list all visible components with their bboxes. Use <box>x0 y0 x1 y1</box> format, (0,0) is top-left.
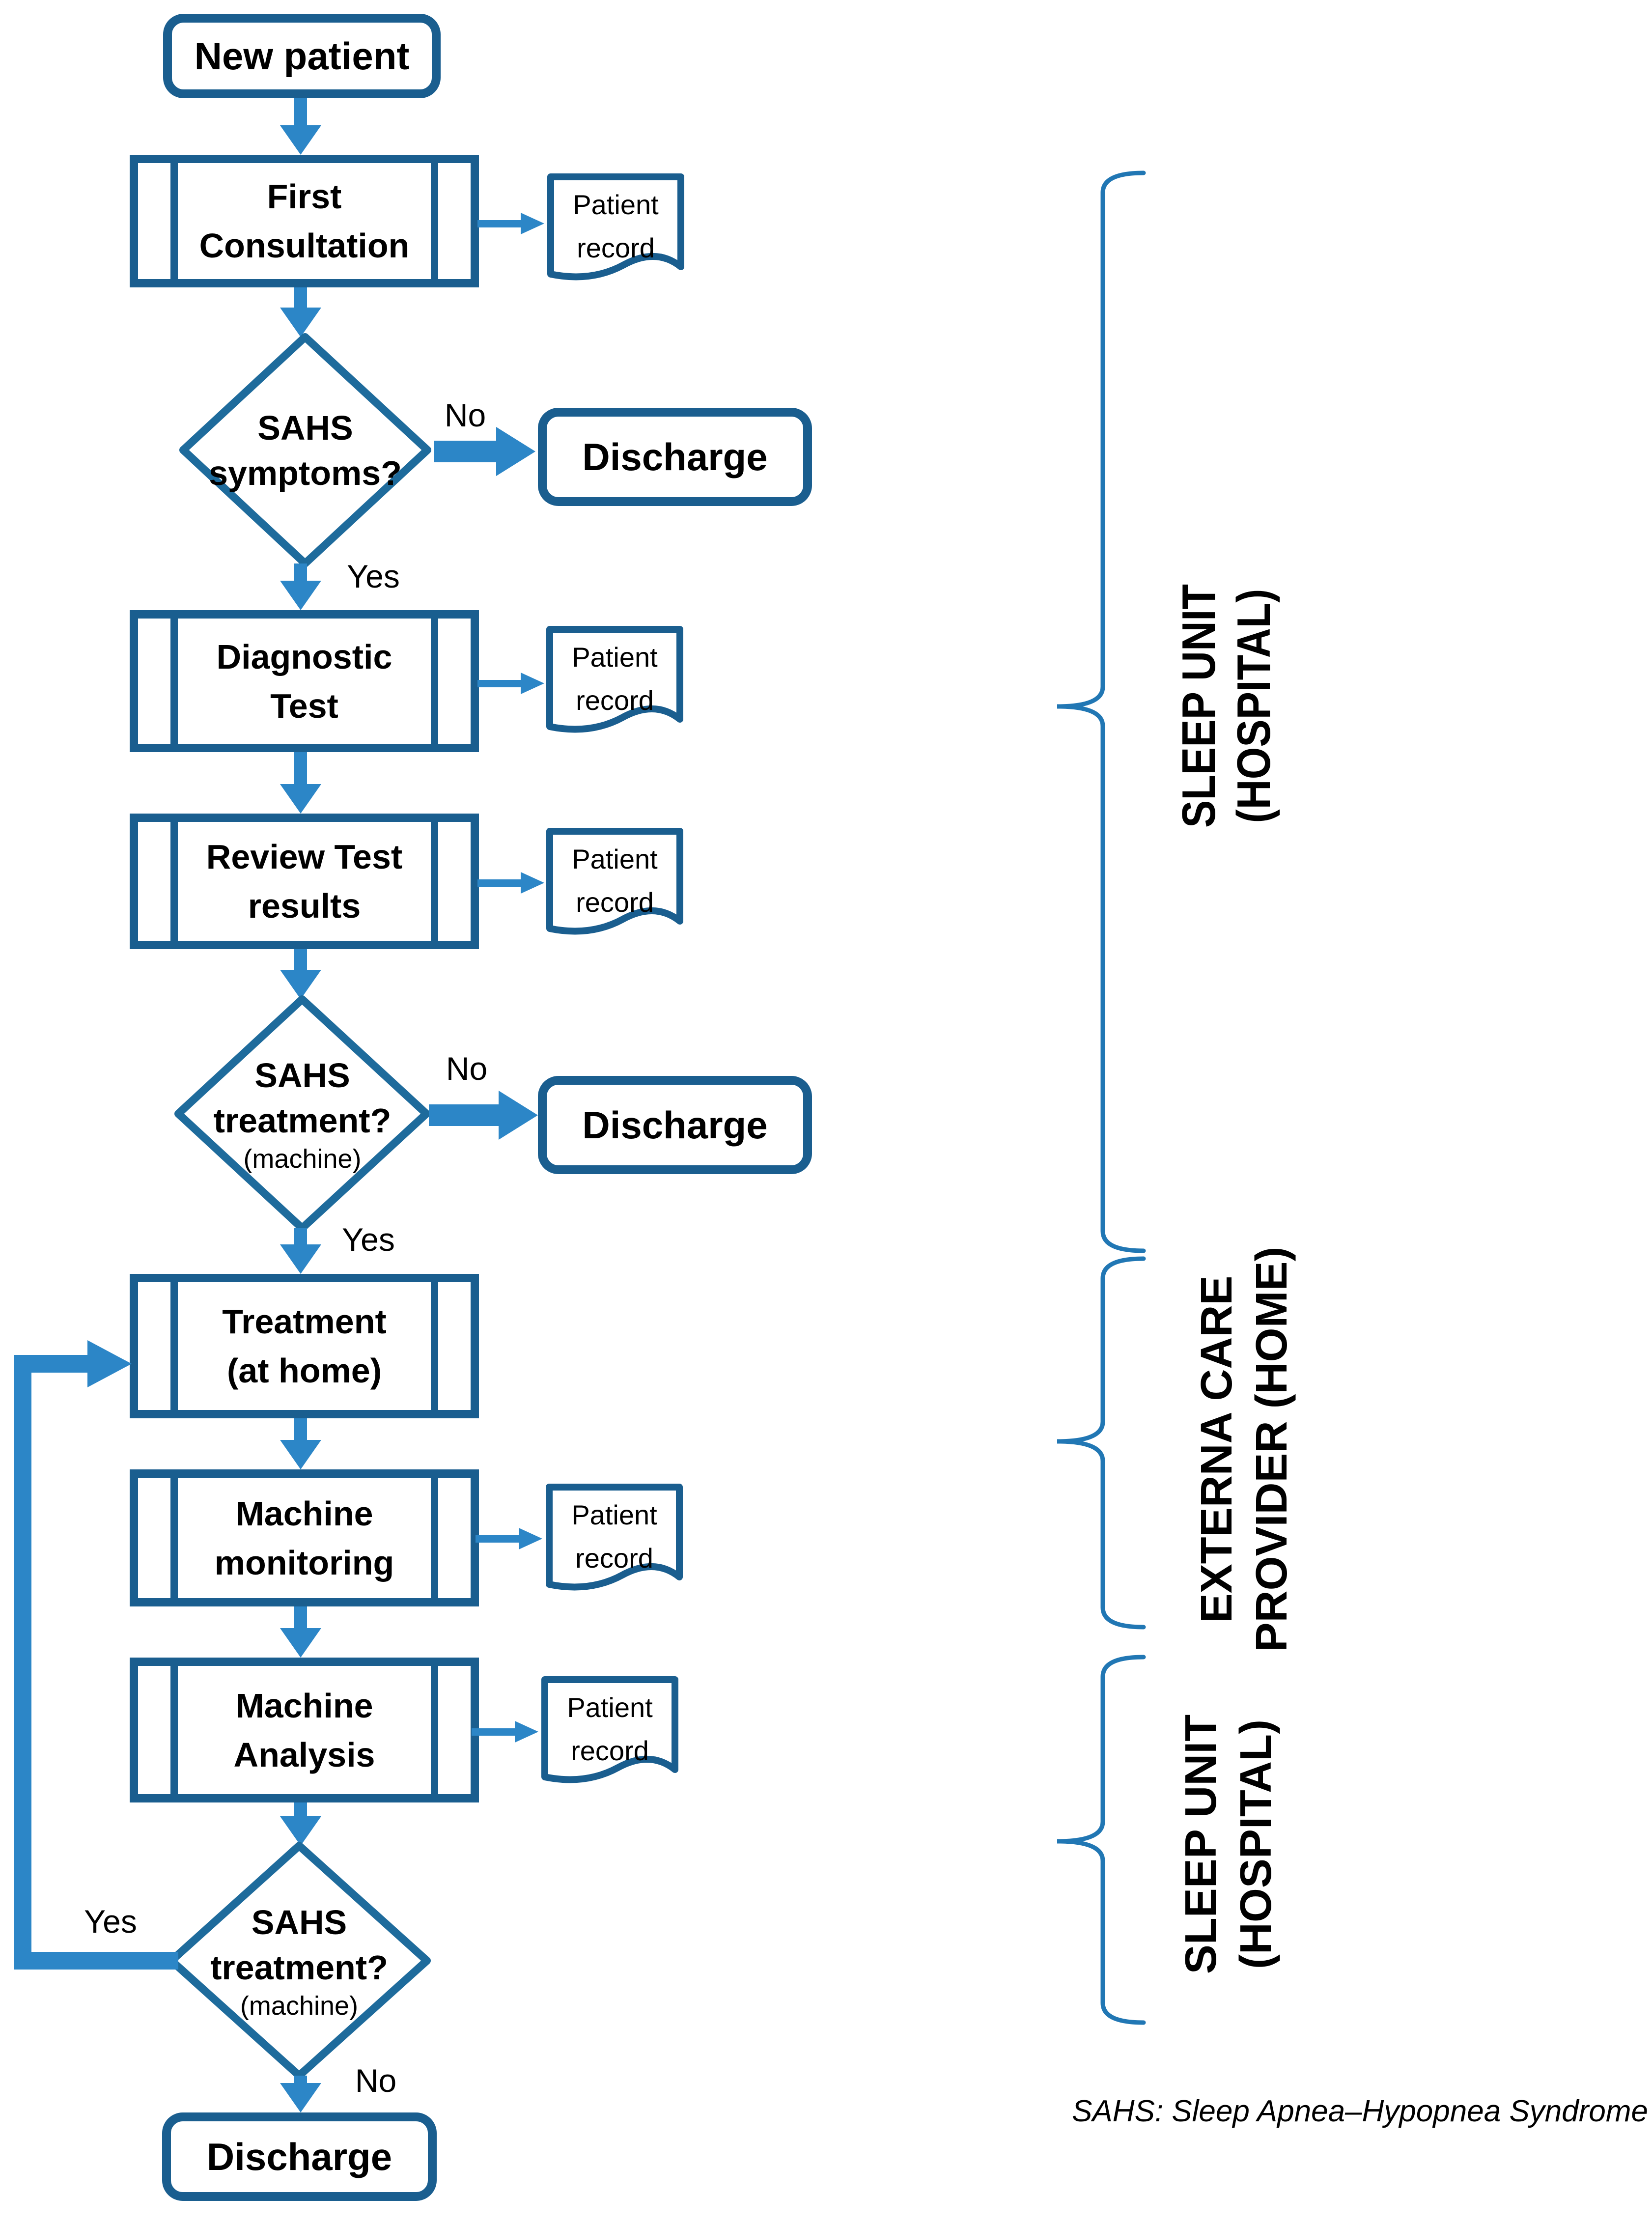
arrow-first-consultation-to-sahs-symptoms <box>280 287 321 337</box>
arrow-machine-monitoring-to-record <box>476 1528 542 1549</box>
node-review-test-line2: results <box>248 887 361 925</box>
subprocess-bar-left <box>170 1478 178 1598</box>
node-patient-record-1: Patient record <box>546 172 685 295</box>
arrow-treatment-to-machine-monitoring <box>280 1418 321 1469</box>
subprocess-bar-right <box>431 822 438 941</box>
node-machine-monitoring: Machine monitoring <box>130 1469 479 1606</box>
document-shape-icon <box>546 626 683 733</box>
region-label-external-care: EXTERNA CARE PROVIDER (HOME) <box>1192 1246 1296 1652</box>
node-discharge-3: Discharge <box>162 2112 437 2201</box>
subprocess-bar-right <box>431 1282 438 1410</box>
arrow-machine-analysis-to-record <box>472 1721 538 1743</box>
node-discharge-1-label: Discharge <box>582 435 768 479</box>
node-sahs-treatment-2: SAHS treatment? (machine) <box>167 1841 432 2081</box>
arrow-review-test-to-sahs-treatment <box>280 949 321 999</box>
subprocess-bar-left <box>170 163 178 279</box>
brace-external-care <box>1051 1254 1149 1639</box>
feedback-loop-connector <box>10 1336 179 1975</box>
node-patient-record-4-label: Patient record <box>571 1499 657 1574</box>
arrow-no-to-discharge-3 <box>280 2076 321 2112</box>
brace-sleep-unit-top <box>1051 167 1149 1260</box>
arrow-machine-monitoring-to-machine-analysis <box>280 1606 321 1658</box>
subprocess-bar-right <box>431 1666 438 1794</box>
region-label-sleep-unit-top: SLEEP UNIT (HOSPITAL) <box>1173 584 1280 828</box>
node-patient-record-1-label: Patient record <box>573 189 659 263</box>
arrow-machine-analysis-to-sahs-treatment <box>280 1802 321 1846</box>
node-patient-record-2-label: Patient record <box>572 642 658 716</box>
subprocess-bar-left <box>170 619 178 744</box>
node-sahs-treatment-1-label: SAHS treatment? (machine) <box>213 1056 392 1174</box>
node-treatment-line1: Treatment <box>222 1302 387 1341</box>
edge-label-yes-1: Yes <box>347 558 400 594</box>
subprocess-bar-right <box>431 619 438 744</box>
node-discharge-3-label: Discharge <box>206 2135 392 2178</box>
subprocess-bar-left <box>170 1666 178 1794</box>
node-sahs-symptoms: SAHS symptoms? <box>178 332 432 568</box>
footnote-abbreviation: SAHS: Sleep Apnea–Hypopnea Syndrome <box>1071 2094 1648 2128</box>
arrow-first-consultation-to-record <box>477 213 544 234</box>
edge-label-yes-2: Yes <box>342 1221 395 1258</box>
node-first-consultation: First Consultation <box>130 155 479 287</box>
edge-label-yes-3: Yes <box>84 1903 137 1940</box>
edge-label-no-3: No <box>355 2062 397 2099</box>
node-discharge-2: Discharge <box>538 1076 812 1174</box>
node-machine-analysis-line2: Analysis <box>233 1735 375 1774</box>
node-diagnostic-test-line2: Test <box>270 686 338 725</box>
node-patient-record-4: Patient record <box>545 1483 684 1605</box>
arrow-new-patient-to-first-consultation <box>280 98 321 155</box>
node-first-consultation-line1: First <box>267 177 342 216</box>
node-treatment-line2: (at home) <box>227 1351 382 1390</box>
node-patient-record-5: Patient record <box>540 1675 679 1798</box>
node-diagnostic-test: Diagnostic Test <box>130 610 479 752</box>
arrow-diagnostic-test-to-record <box>477 673 544 694</box>
node-discharge-2-label: Discharge <box>582 1103 768 1147</box>
node-machine-monitoring-line1: Machine <box>235 1494 373 1533</box>
node-diagnostic-test-line1: Diagnostic <box>216 637 392 676</box>
node-patient-record-3-label: Patient record <box>572 844 658 918</box>
node-machine-monitoring-line2: monitoring <box>214 1543 394 1582</box>
subprocess-bar-right <box>431 1478 438 1598</box>
node-sahs-treatment-2-label: SAHS treatment? (machine) <box>210 1903 388 2021</box>
subprocess-bar-left <box>170 822 178 941</box>
node-review-test-results: Review Test results <box>130 814 479 949</box>
edge-label-no-1: No <box>444 397 486 433</box>
node-new-patient: New patient <box>163 14 441 98</box>
arrow-review-test-to-record <box>477 872 544 894</box>
document-shape-icon <box>541 1676 678 1783</box>
region-label-sleep-unit-bottom: SLEEP UNIT (HOSPITAL) <box>1176 1714 1281 1974</box>
arrow-no-to-discharge-1 <box>434 427 535 476</box>
node-patient-record-3: Patient record <box>545 827 684 950</box>
document-shape-icon <box>546 1484 683 1591</box>
node-sahs-symptoms-label: SAHS symptoms? <box>209 408 402 492</box>
node-machine-analysis: Machine Analysis <box>130 1658 479 1802</box>
document-shape-icon <box>547 173 684 281</box>
node-treatment-at-home: Treatment (at home) <box>130 1274 479 1418</box>
node-patient-record-2: Patient record <box>545 625 684 748</box>
node-machine-analysis-line1: Machine <box>235 1686 373 1725</box>
node-new-patient-label: New patient <box>194 34 410 78</box>
edge-label-no-2: No <box>446 1050 488 1087</box>
arrow-yes-to-diagnostic-test <box>280 563 321 610</box>
document-shape-icon <box>546 828 683 935</box>
node-patient-record-5-label: Patient record <box>567 1692 653 1766</box>
node-discharge-1: Discharge <box>538 408 812 506</box>
arrow-yes-to-treatment <box>280 1228 321 1274</box>
subprocess-bar-right <box>431 163 438 279</box>
arrow-diagnostic-test-to-review-test <box>280 752 321 814</box>
node-review-test-line1: Review Test <box>206 838 403 876</box>
subprocess-bar-left <box>170 1282 178 1410</box>
arrow-no-to-discharge-2 <box>429 1091 538 1140</box>
brace-sleep-unit-bottom <box>1051 1652 1149 2035</box>
node-first-consultation-line2: Consultation <box>199 226 410 265</box>
node-sahs-treatment-1: SAHS treatment? (machine) <box>173 994 431 1233</box>
